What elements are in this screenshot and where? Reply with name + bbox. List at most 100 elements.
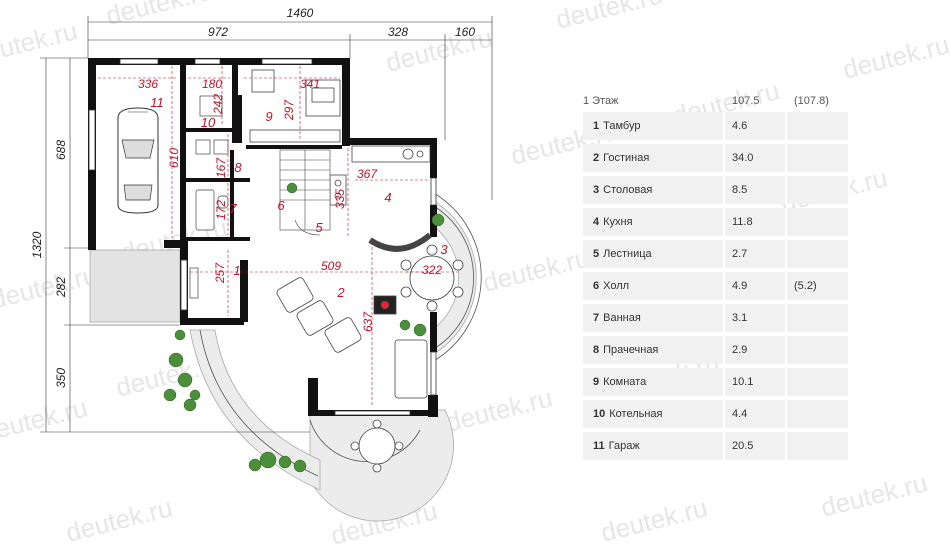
overall-dimension-lines <box>40 16 493 433</box>
room-area-alt-cell <box>787 336 850 364</box>
floor-plan: .dim { font-family: "Liberation Sans", s… <box>30 6 493 522</box>
room-dim: 637 <box>361 311 375 332</box>
room-name: Котельная <box>609 408 663 420</box>
room-num: 10 <box>593 408 606 420</box>
dim-total-height: 1320 <box>30 231 44 258</box>
room-area-cell: 34.0 <box>725 144 787 172</box>
terraces <box>89 191 482 522</box>
room-area-cell: 2.9 <box>725 336 787 364</box>
room-area-alt-cell <box>787 112 850 140</box>
dim-total-width: 1460 <box>287 6 314 20</box>
room-number: 2 <box>336 285 345 300</box>
room-area-cell: 4.9 <box>725 272 787 300</box>
room-dimensions: 336 180 341 242 297 610 167 172 367 335 … <box>138 77 442 332</box>
room-dimension-lines <box>98 66 458 405</box>
room-area-cell: 4.6 <box>725 112 787 140</box>
dim-328: 328 <box>388 25 408 39</box>
room-area-cell: 20.5 <box>725 432 787 460</box>
room-num: 3 <box>593 184 600 196</box>
sanitary <box>189 95 229 299</box>
room-num: 6 <box>593 280 600 292</box>
dim-972: 972 <box>208 25 228 39</box>
dim-282: 282 <box>54 277 68 298</box>
room-name: Кухня <box>603 216 633 228</box>
dim-160: 160 <box>455 25 475 39</box>
floor-label: 1 Этаж <box>583 95 619 107</box>
room-area-alt-cell <box>787 304 850 332</box>
room-area-alt-cell <box>787 240 850 268</box>
room-dim: 172 <box>214 200 228 220</box>
room-num: 7 <box>593 312 600 324</box>
watermark-text: deutek.ru <box>552 0 666 35</box>
windows <box>88 58 437 416</box>
room-name: Лестница <box>603 248 652 260</box>
watermark-text: deutek.ru <box>817 467 931 523</box>
room-dim: 509 <box>321 259 341 273</box>
room-dim: 242 <box>211 94 225 115</box>
room-num: 2 <box>593 152 600 164</box>
room-area-alt-cell <box>787 144 850 172</box>
room-number: 8 <box>234 160 242 175</box>
room-number: 7 <box>229 201 237 216</box>
room-name: Прачечная <box>603 344 659 356</box>
room-dim: 335 <box>333 189 347 209</box>
kitchen-furniture <box>329 145 432 252</box>
room-name: Столовая <box>603 184 653 196</box>
room-number: 1 <box>233 263 240 278</box>
room-area-cell: 2.7 <box>725 240 787 268</box>
room-name: Гараж <box>608 440 640 452</box>
room-num: 1 <box>593 120 600 132</box>
room-dim: 180 <box>202 77 222 91</box>
room-num: 5 <box>593 248 600 260</box>
room-number: 4 <box>384 190 391 205</box>
overall-dimensions: 1460 972 328 160 1320 688 282 350 <box>30 6 475 388</box>
room-number: 9 <box>265 109 272 124</box>
room-name: Ванная <box>603 312 641 324</box>
room-area-alt-cell <box>787 400 850 428</box>
room-dim: 167 <box>214 157 228 178</box>
room-number: 3 <box>440 242 448 257</box>
room-dim: 322 <box>422 263 442 277</box>
room-number: 5 <box>315 220 323 235</box>
room-numbers: 1 2 3 4 5 6 7 8 9 10 11 <box>150 95 448 300</box>
room-name: Комната <box>603 376 647 388</box>
room-number: 6 <box>277 198 285 213</box>
room-num: 4 <box>593 216 600 228</box>
dim-350: 350 <box>54 368 68 388</box>
total-area-alt: (107.8) <box>794 95 829 107</box>
room-area-cell: 3.1 <box>725 304 787 332</box>
room-area-cell: 11.8 <box>725 208 787 236</box>
room-number: 11 <box>150 95 164 110</box>
dim-688: 688 <box>54 140 68 160</box>
watermark-text: deutek.ru <box>597 492 711 548</box>
room-num: 11 <box>593 440 605 452</box>
room-num: 8 <box>593 344 600 356</box>
car-icon <box>117 107 159 214</box>
room-dim: 367 <box>357 167 378 181</box>
watermark-text: deutek.ru <box>839 29 950 85</box>
room-area-cell: 10.1 <box>725 368 787 396</box>
room-name: Холл <box>603 280 630 292</box>
room-dim: 257 <box>213 262 227 284</box>
room-area-alt-cell <box>787 176 850 204</box>
